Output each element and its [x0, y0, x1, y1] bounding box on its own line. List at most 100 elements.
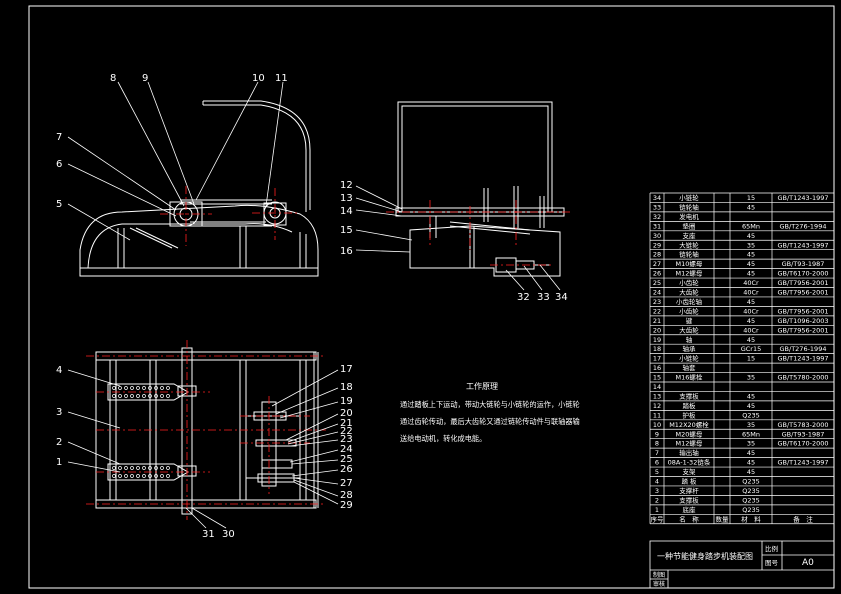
bom-cell: 40Cr	[743, 289, 759, 297]
bom-header-cell: 名 称	[679, 514, 699, 523]
bom-cell: 35	[747, 421, 755, 429]
balloon-11: 11	[275, 73, 288, 84]
bom-cell: 踏 板	[681, 477, 697, 486]
balloon-33: 33	[537, 292, 550, 303]
bom-cell: 35	[747, 374, 755, 382]
bom-cell: GB/T6170-2000	[777, 440, 828, 448]
bom-cell: 45	[747, 336, 755, 344]
bom-cell: 支撑板	[679, 495, 699, 504]
bom-cell: 24	[653, 289, 661, 297]
bom-table	[649, 192, 835, 525]
bom-cell: 12	[653, 402, 661, 410]
bom-cell: 40Cr	[743, 326, 759, 334]
bom-cell: 大链轮	[679, 240, 699, 249]
bom-cell: 5	[655, 468, 659, 476]
bom-cell: 45	[747, 468, 755, 476]
bom-cell: GB/T1243-1997	[777, 459, 828, 467]
bom-cell: M10螺母	[676, 259, 703, 268]
bom-cell: 链轮轴	[679, 250, 699, 259]
bom-cell: 2	[655, 496, 659, 504]
bom-cell: GB/T7956-2001	[777, 279, 828, 287]
balloon-13: 13	[340, 193, 353, 204]
bom-cell: 40Cr	[743, 307, 759, 315]
working-principle-line-3: 送给电动机，转化成电能。	[400, 434, 487, 443]
top-view-centerlines	[86, 340, 326, 520]
balloon-19: 19	[340, 396, 353, 407]
front-view-balloons: 8 9 10 11 7 6 5	[56, 73, 288, 210]
balloon-25: 25	[340, 454, 353, 465]
bom-cell: 小齿轮	[679, 306, 699, 315]
bom-cell: 45	[747, 251, 755, 259]
balloon-27: 27	[340, 478, 353, 489]
bom-cell: 4	[655, 478, 659, 486]
front-view	[79, 100, 319, 277]
bom-cell: 9	[655, 430, 659, 438]
bom-cell: 33	[653, 203, 661, 211]
bom-cell: 45	[747, 449, 755, 457]
bom-cell: 30	[653, 232, 661, 240]
bom-cell: 34	[653, 194, 661, 202]
bom-cell: 支撑杆	[679, 486, 699, 495]
bom-cell: 19	[653, 336, 661, 344]
bom-cell: 14	[653, 383, 661, 391]
bom-cell: 10	[653, 421, 661, 429]
bom-header-cell: 材 料	[741, 514, 761, 523]
bom-cell: 16	[653, 364, 661, 372]
bom-cell: 小齿轮	[679, 278, 699, 287]
bom-cell: 45	[747, 392, 755, 400]
balloon-16: 16	[340, 246, 353, 257]
bom-cell: 6	[655, 459, 659, 467]
bom-cell: 轴套	[683, 363, 697, 372]
bom-cell: 40Cr	[743, 279, 759, 287]
bom-cell: 45	[747, 260, 755, 268]
balloon-24: 24	[340, 444, 353, 455]
bom-cell: 踏板	[683, 401, 697, 410]
bom-cell: 支撑板	[679, 391, 699, 400]
bom-cell: GB/T6170-2000	[777, 270, 828, 278]
bom-header-cell: 序号	[651, 514, 665, 523]
balloon-14: 14	[340, 206, 353, 217]
bom-cell: GB/T7956-2001	[777, 326, 828, 334]
bom-cell: M12X20螺栓	[669, 420, 709, 429]
bom-cell: 15	[747, 355, 755, 363]
balloon-30: 30	[222, 529, 235, 540]
bom-cell: 支架	[683, 467, 697, 476]
balloon-9: 9	[142, 73, 148, 84]
balloon-26: 26	[340, 464, 353, 475]
bom-cell: GCr15	[741, 345, 762, 353]
bom-cell: 7	[655, 449, 659, 457]
bom-cell: 大齿轮	[679, 325, 699, 334]
bom-cell: 26	[653, 270, 661, 278]
balloon-21: 21	[340, 418, 353, 429]
bom-cell: 链轮轴	[679, 202, 699, 211]
balloon-20: 20	[340, 408, 353, 419]
side-view-leaders	[355, 185, 561, 291]
bom-cell: 08A-1-32链条	[668, 458, 711, 467]
working-principle-title: 工作原理	[466, 382, 498, 391]
balloon-15: 15	[340, 225, 353, 236]
bom-cell: 小链轮	[679, 354, 699, 363]
title-block-text: 一种节能健身踏步机装配图 比例 图号 A0 制图 审核	[653, 544, 814, 588]
balloon-2: 2	[56, 437, 62, 448]
balloon-34: 34	[555, 292, 568, 303]
bom-cell: GB/T276-1994	[780, 222, 827, 230]
balloon-7: 7	[56, 132, 62, 143]
side-view-balloons: 12 13 14 15 16 32 33 34	[340, 180, 568, 303]
balloon-1: 1	[56, 457, 62, 468]
bom-cell: 轴承	[683, 344, 697, 353]
bom-cell: 28	[653, 251, 661, 259]
bom-cell: 3	[655, 487, 659, 495]
bom-cell: 18	[653, 345, 661, 353]
drawn-label: 制图	[653, 571, 665, 579]
bom-cell: 45	[747, 298, 755, 306]
top-view-leaders	[67, 369, 339, 529]
bom-cell: 17	[653, 355, 661, 363]
front-view-leaders	[67, 81, 284, 241]
bom-cell: 11	[653, 411, 661, 419]
sheet-label: 图号	[765, 559, 779, 567]
bom-cell: 20	[653, 326, 661, 334]
balloon-18: 18	[340, 382, 353, 393]
bom-cell: 13	[653, 392, 661, 400]
bom-cell: 31	[653, 222, 661, 230]
bom-cell: 32	[653, 213, 661, 221]
